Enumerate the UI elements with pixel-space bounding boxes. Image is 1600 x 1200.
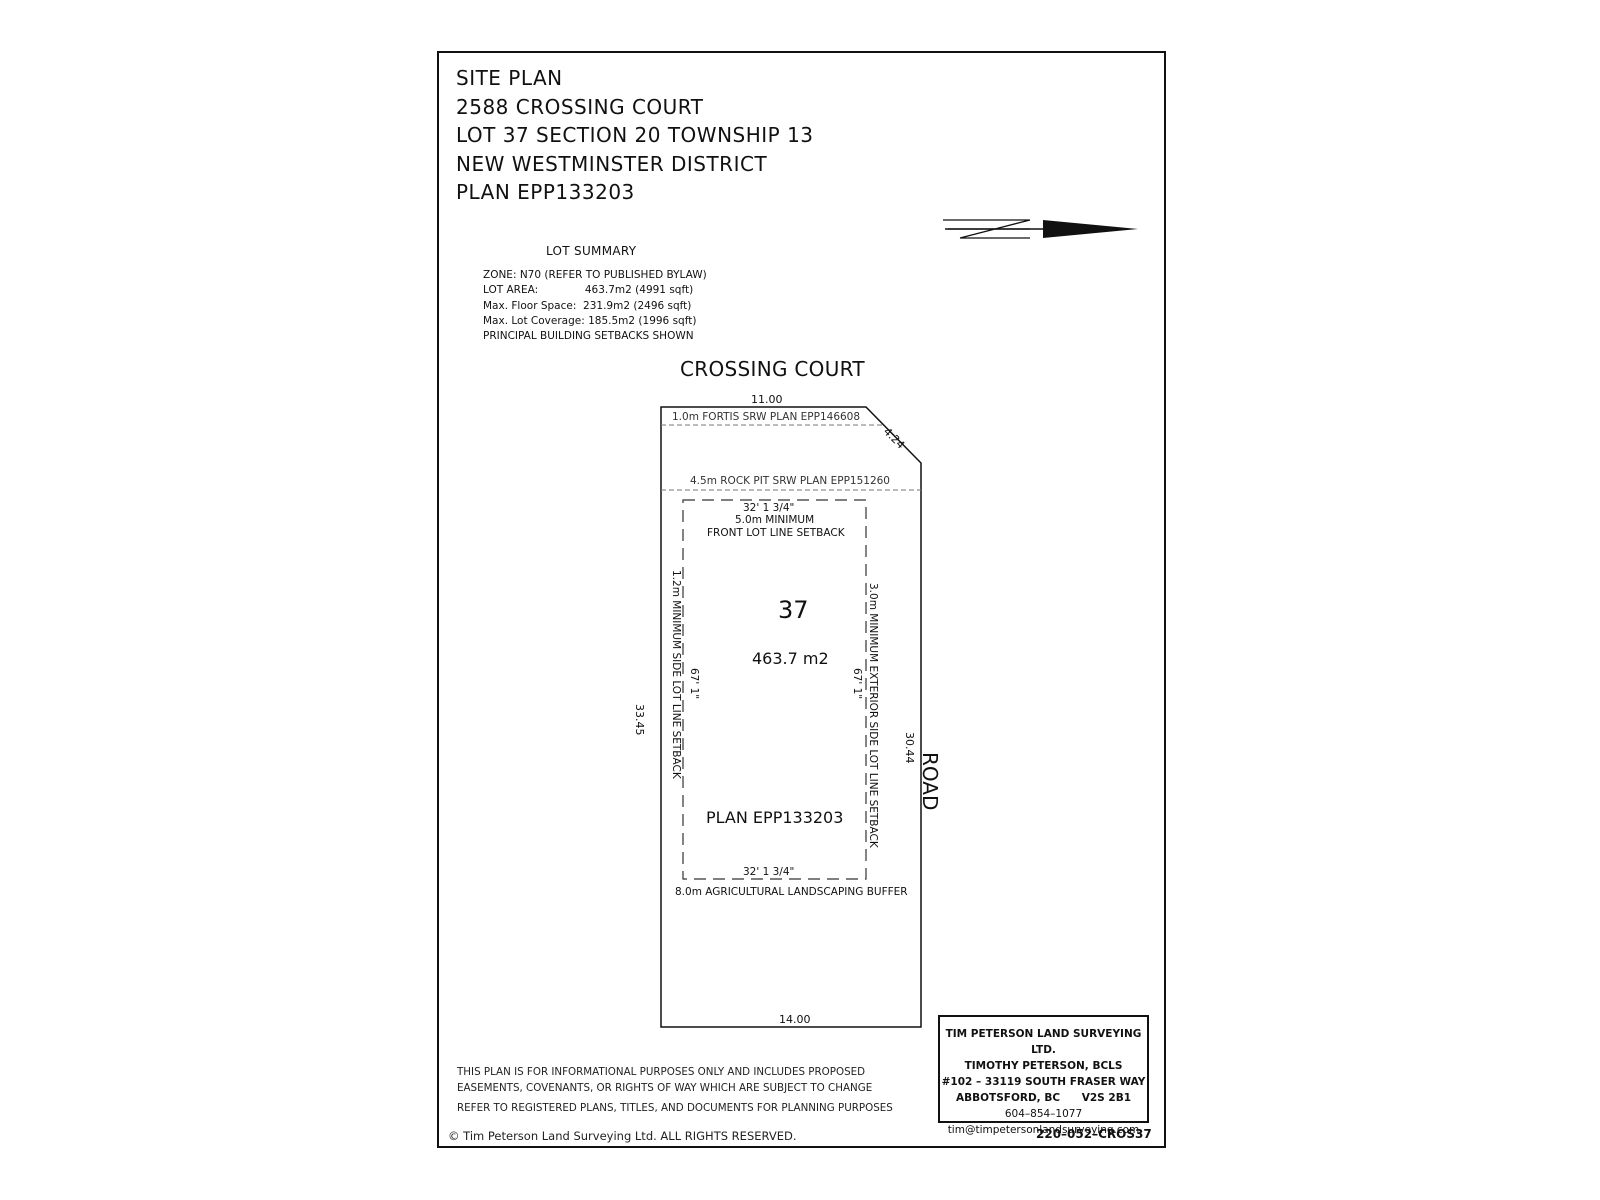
dim-front: 11.00 — [751, 393, 783, 406]
lot-summary-heading: LOT SUMMARY — [546, 244, 637, 258]
dim-right: 30.44 — [903, 732, 916, 764]
title-line-5: PLAN EPP133203 — [456, 180, 635, 204]
street-name-right: ROAD — [918, 752, 942, 811]
disclaimer-line-1: THIS PLAN IS FOR INFORMATIONAL PURPOSES … — [457, 1066, 866, 1078]
envelope-bottom-width: 32' 1 3/4" — [741, 866, 797, 878]
lot-summary-area: LOT AREA: 463.7m2 (4991 sqft) — [483, 284, 694, 297]
surveyor-city: ABBOTSFORD, BC — [956, 1092, 1061, 1104]
north-arrow-icon — [943, 219, 1138, 239]
left-side-setback-label: 1.2m MINIMUM SIDE LOT LINE SETBACK — [670, 570, 682, 779]
surveyor-address: #102 – 33119 SOUTH FRASER WAY — [941, 1076, 1146, 1088]
fortis-srw-label: 1.0m FORTIS SRW PLAN EPP146608 — [672, 411, 861, 423]
street-name-top: CROSSING COURT — [680, 357, 865, 381]
dim-rear: 14.00 — [779, 1013, 811, 1026]
envelope-top-width: 32' 1 3/4" — [743, 502, 795, 514]
lot-summary: ZONE: N70 (REFER TO PUBLISHED BYLAW) LOT… — [483, 268, 707, 344]
dim-left: 33.45 — [633, 704, 646, 736]
title-line-3: LOT 37 SECTION 20 TOWNSHIP 13 — [456, 123, 814, 147]
front-setback-line-2: FRONT LOT LINE SETBACK — [707, 527, 845, 539]
front-setback-line-1: 5.0m MINIMUM — [735, 514, 815, 526]
surveyor-name: TIMOTHY PETERSON, BCLS — [964, 1060, 1123, 1072]
disclaimer-line-3: REFER TO REGISTERED PLANS, TITLES, AND D… — [457, 1102, 893, 1114]
plan-number-label: PLAN EPP133203 — [706, 808, 844, 827]
disclaimer-line-2: EASEMENTS, COVENANTS, OR RIGHTS OF WAY W… — [457, 1081, 873, 1094]
job-number: 220–052–CROS37 — [1036, 1127, 1152, 1141]
title-line-4: NEW WESTMINSTER DISTRICT — [456, 151, 768, 176]
lot-number: 37 — [778, 596, 809, 624]
lot-summary-coverage: Max. Lot Coverage: 185.5m2 (1996 sqft) — [483, 314, 697, 327]
lot-area: 463.7 m2 — [752, 649, 829, 668]
lot-summary-zone: ZONE: N70 (REFER TO PUBLISHED BYLAW) — [483, 269, 707, 281]
copyright-notice: © Tim Peterson Land Surveying Ltd. ALL R… — [448, 1129, 797, 1143]
disclaimer-note: THIS PLAN IS FOR INFORMATIONAL PURPOSES … — [457, 1065, 872, 1096]
rock-pit-srw-label: 4.5m ROCK PIT SRW PLAN EPP151260 — [690, 475, 890, 487]
surveyor-title-block: TIM PETERSON LAND SURVEYING LTD. TIMOTHY… — [938, 1015, 1149, 1136]
surveyor-company: TIM PETERSON LAND SURVEYING LTD. — [945, 1028, 1142, 1056]
rear-buffer-label: 8.0m AGRICULTURAL LANDSCAPING BUFFER — [675, 886, 908, 898]
title-line-2: 2588 CROSSING COURT — [456, 94, 704, 119]
surveyor-postal: V2S 2B1 — [1081, 1092, 1131, 1104]
building-envelope — [682, 499, 867, 880]
lot-summary-setbacks-note: PRINCIPAL BUILDING SETBACKS SHOWN — [483, 330, 694, 343]
title-line-1: SITE PLAN — [456, 66, 563, 90]
envelope-left-length: 67' 1" — [688, 668, 700, 700]
lot-summary-floor-space: Max. Floor Space: 231.9m2 (2496 sqft) — [483, 299, 692, 312]
surveyor-city-row: ABBOTSFORD, BC V2S 2B1 — [940, 1090, 1147, 1106]
envelope-right-length: 67' 1" — [851, 668, 863, 700]
drawing-sheet-border — [437, 51, 1166, 1148]
right-side-setback-label: 3.0m MINIMUM EXTERIOR SIDE LOT LINE SETB… — [867, 583, 879, 848]
plan-title-block: SITE PLAN 2588 CROSSING COURT LOT 37 SEC… — [456, 64, 814, 207]
surveyor-phone: 604–854–1077 — [1004, 1108, 1083, 1120]
surveyor-email[interactable]: tim@timpetersonlandsurveying.com — [947, 1124, 1140, 1136]
lot-boundary — [660, 406, 922, 1028]
